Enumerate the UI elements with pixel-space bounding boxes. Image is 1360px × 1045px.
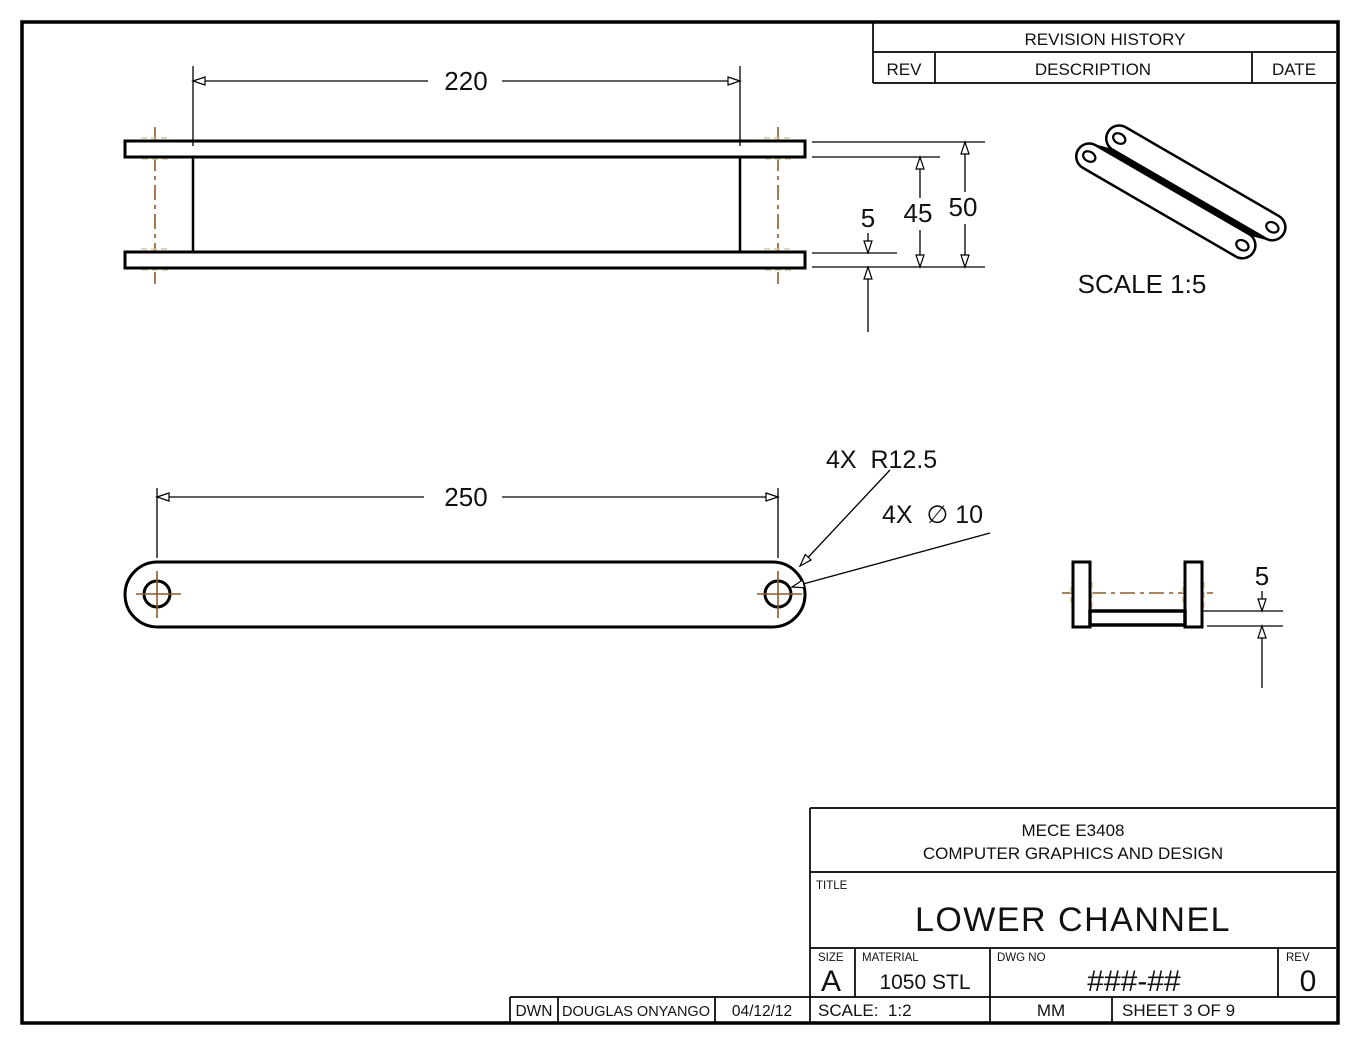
revision-table-title: REVISION HISTORY <box>1025 30 1186 49</box>
units-value: MM <box>1037 1001 1065 1020</box>
drawn-date: 04/12/12 <box>732 1003 792 1020</box>
material-label: MATERIAL <box>862 952 919 964</box>
radius-leader-line <box>799 469 891 567</box>
side-flange-left <box>1071 560 1092 629</box>
arrowhead <box>863 240 873 254</box>
dim-overall-height-label: 50 <box>949 192 978 222</box>
org-line1: MECE E3408 <box>1022 821 1125 840</box>
hidden-hole-top-left <box>140 137 170 160</box>
iso-back-strap <box>1104 124 1287 242</box>
rev-label: REV <box>1286 952 1310 964</box>
material-value: 1050 STL <box>879 971 970 994</box>
height-extension-lines <box>812 141 985 268</box>
iso-scale-label: SCALE 1:5 <box>1078 269 1207 299</box>
side-web <box>1088 609 1187 627</box>
iso-web-edges <box>1095 144 1267 240</box>
arrowhead <box>1257 598 1267 612</box>
iso-front-strap <box>1074 142 1257 260</box>
bottom-flange <box>123 250 807 270</box>
rev-column-header: REV <box>887 60 923 79</box>
dim-web-lines <box>1203 591 1283 688</box>
arrowhead <box>915 254 925 268</box>
radius-callout: 4X R12.5 <box>826 446 937 474</box>
drawn-by: DOUGLAS ONYANGO <box>562 1004 710 1020</box>
revision-table-grid <box>872 23 1336 84</box>
size-value: A <box>821 965 841 998</box>
drawn-label: DWN <box>515 1003 552 1020</box>
arrowhead <box>863 266 873 280</box>
front-view: 220 5 45 50 <box>123 66 985 332</box>
web-edges <box>191 157 742 252</box>
arrowhead <box>192 76 206 86</box>
dim-inner-height-label: 45 <box>904 198 933 228</box>
arrowhead <box>960 141 970 155</box>
dim-width-label: 220 <box>444 66 487 96</box>
iso-hole <box>1265 220 1280 234</box>
dim-web-label: 5 <box>1255 561 1269 591</box>
arrowhead <box>727 76 741 86</box>
description-column-header: DESCRIPTION <box>1035 60 1151 79</box>
top-view: 250 4X R12.5 4X ∅ 10 <box>123 446 991 629</box>
dim-spacing-lines <box>156 488 779 558</box>
org-line2: COMPUTER GRAPHICS AND DESIGN <box>923 844 1223 863</box>
dim-spacing-label: 250 <box>444 482 487 512</box>
dim-flange-label: 5 <box>861 203 875 233</box>
scale-value: SCALE: 1:2 <box>818 1001 912 1020</box>
iso-hole <box>1112 132 1127 145</box>
iso-view: SCALE 1:5 <box>1074 124 1287 299</box>
page-border <box>20 20 1340 1025</box>
title-label: TITLE <box>816 880 848 892</box>
hidden-hole-bottom-right <box>763 248 793 271</box>
title-block-grid <box>509 807 1336 1022</box>
hidden-hole-top-right <box>763 137 793 160</box>
hole-centerlines <box>136 571 802 618</box>
hidden-hole-bottom-left <box>140 248 170 271</box>
part-title: LOWER CHANNEL <box>915 901 1231 939</box>
sheet-value: SHEET 3 OF 9 <box>1122 1001 1235 1020</box>
arrowhead <box>156 492 170 502</box>
top-flange <box>123 139 807 159</box>
dwg-no-label: DWG NO <box>997 952 1046 964</box>
size-label: SIZE <box>818 952 844 964</box>
side-flange-right <box>1183 560 1204 629</box>
arrowhead <box>915 156 925 170</box>
hole-callout: 4X ∅ 10 <box>882 501 983 529</box>
arrowhead <box>1257 625 1267 639</box>
date-column-header: DATE <box>1272 60 1316 79</box>
title-block: MECE E3408 COMPUTER GRAPHICS AND DESIGN … <box>509 807 1336 1022</box>
revision-table: REVISION HISTORY REV DESCRIPTION DATE <box>872 23 1336 84</box>
rev-value: 0 <box>1300 965 1317 998</box>
dim-width-lines <box>192 66 741 146</box>
arrowhead <box>765 492 779 502</box>
hole-leader-line <box>791 532 991 588</box>
arrowhead <box>960 254 970 268</box>
iso-hole <box>1235 238 1250 252</box>
side-view: 5 <box>1062 560 1283 688</box>
strap-outline <box>123 560 807 629</box>
dwg-no-value: ###-## <box>1087 965 1181 998</box>
iso-hole <box>1082 150 1097 163</box>
